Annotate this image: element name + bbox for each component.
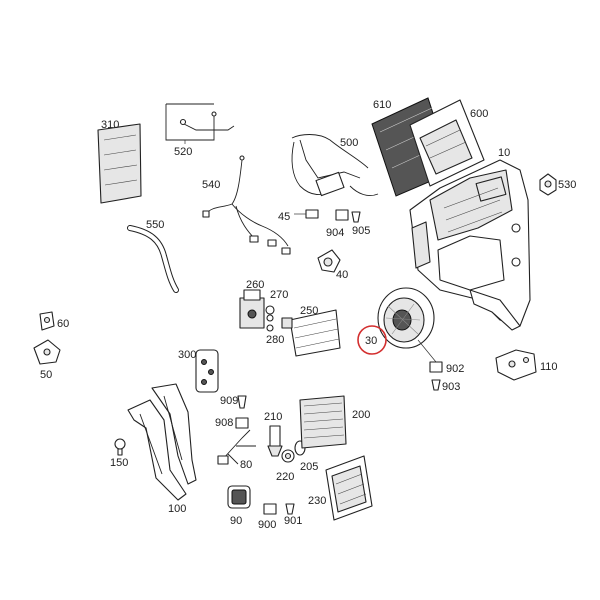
callout-230: 230 <box>308 495 326 507</box>
callout-530: 530 <box>558 179 576 191</box>
callout-905: 905 <box>352 225 370 237</box>
callout-90: 90 <box>230 515 242 527</box>
callout-205: 205 <box>300 461 318 473</box>
callout-540: 540 <box>202 179 220 191</box>
part-310-filter-panel[interactable] <box>97 123 142 204</box>
part-80-harness[interactable] <box>217 429 256 465</box>
part-45-connector[interactable] <box>294 209 319 219</box>
part-250-evaporator[interactable] <box>281 309 341 357</box>
callout-250: 250 <box>300 305 318 317</box>
callout-310: 310 <box>101 119 119 131</box>
callout-100: 100 <box>168 503 186 515</box>
callout-600: 600 <box>470 108 488 120</box>
part-10-hvac-housing[interactable] <box>409 159 531 331</box>
part-40-actuator[interactable] <box>317 249 341 273</box>
part-90-sensor[interactable] <box>227 485 251 509</box>
part-300-control-panel[interactable] <box>195 349 219 393</box>
callout-520: 520 <box>174 146 192 158</box>
part-903-clip[interactable] <box>431 379 441 391</box>
callout-908: 908 <box>215 417 233 429</box>
callout-280: 280 <box>266 334 284 346</box>
part-220-clip[interactable] <box>281 449 295 463</box>
part-600-filter-housing[interactable] <box>409 99 485 187</box>
callout-110: 110 <box>540 361 558 373</box>
callout-904-top: 904 <box>326 227 344 239</box>
part-150-screw[interactable] <box>114 438 126 456</box>
callout-200: 200 <box>352 409 370 421</box>
part-520-harness[interactable] <box>165 103 235 144</box>
part-900-connector[interactable] <box>263 503 277 515</box>
part-902-connector[interactable] <box>429 361 443 373</box>
part-260-expansion-valve[interactable] <box>239 289 265 329</box>
highlight-ring <box>357 325 387 355</box>
callout-550: 550 <box>146 219 164 231</box>
part-901-clip[interactable] <box>285 503 295 515</box>
part-540-wiring[interactable] <box>202 155 291 255</box>
part-230-radiator[interactable] <box>325 455 373 521</box>
part-530-clip[interactable] <box>539 173 557 196</box>
callout-909: 909 <box>220 395 238 407</box>
callout-902: 902 <box>446 363 464 375</box>
part-100-air-duct[interactable] <box>127 383 197 501</box>
callout-210: 210 <box>264 411 282 423</box>
part-30-blower-motor[interactable] <box>377 287 437 363</box>
part-905-clip[interactable] <box>351 211 361 223</box>
part-200-heater-core[interactable] <box>299 395 347 449</box>
callout-903: 903 <box>442 381 460 393</box>
part-50-mount[interactable] <box>33 339 61 365</box>
part-908-connector[interactable] <box>235 417 249 429</box>
callout-80: 80 <box>240 459 252 471</box>
callout-500: 500 <box>340 137 358 149</box>
callout-60: 60 <box>57 318 69 330</box>
part-210-sensor[interactable] <box>267 425 283 457</box>
callout-300: 300 <box>178 349 196 361</box>
callout-10: 10 <box>498 147 510 159</box>
callout-220: 220 <box>276 471 294 483</box>
callout-50: 50 <box>40 369 52 381</box>
part-904-connector[interactable] <box>335 209 349 221</box>
callout-30: 30 <box>365 335 377 347</box>
part-280-o-ring[interactable] <box>266 324 274 332</box>
part-550-hose[interactable] <box>127 225 179 293</box>
callout-260: 260 <box>246 279 264 291</box>
part-909-clip[interactable] <box>237 395 247 409</box>
part-110-module[interactable] <box>495 349 537 381</box>
callout-901: 901 <box>284 515 302 527</box>
callout-40: 40 <box>336 269 348 281</box>
callout-45: 45 <box>278 211 290 223</box>
part-500-wiring-loom[interactable] <box>291 134 379 197</box>
callout-900: 900 <box>258 519 276 531</box>
part-270-o-ring[interactable] <box>265 305 275 322</box>
callout-150: 150 <box>110 457 128 469</box>
part-60-bracket[interactable] <box>39 311 55 331</box>
callout-610: 610 <box>373 99 391 111</box>
callout-270: 270 <box>270 289 288 301</box>
